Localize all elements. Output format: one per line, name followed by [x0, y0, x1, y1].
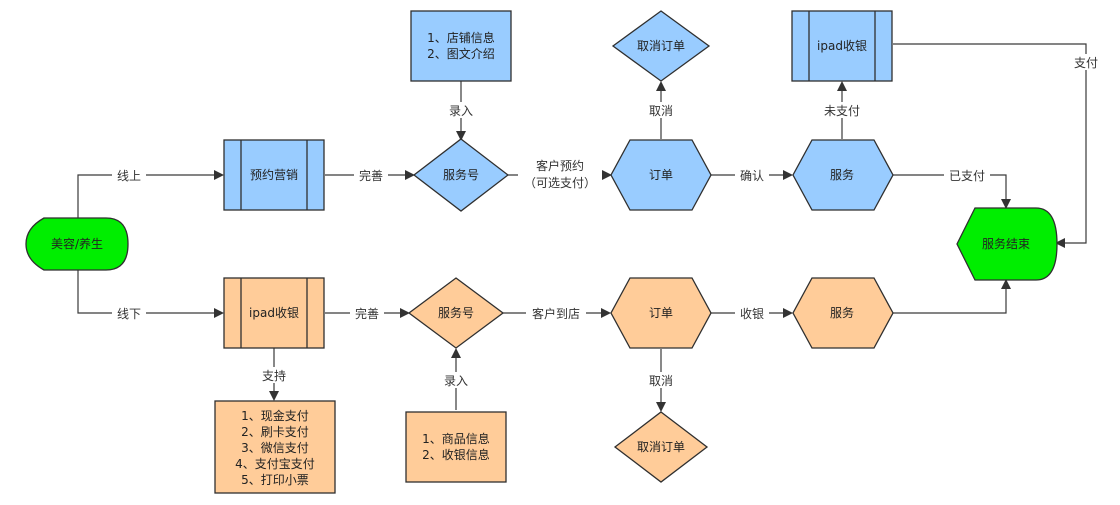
edge-labels: 线上 线下 完善 录入 客户预约 （可选支付） 取消 确认 未支付 已支付 支付…: [112, 54, 1103, 388]
online-ipad-label: ipad收银: [817, 39, 867, 53]
offline-support-line-1: 1、现金支付: [241, 408, 309, 423]
edge-label-unpaid: 未支付: [824, 104, 860, 118]
offline-info-line-2: 2、收银信息: [422, 447, 490, 462]
edge-label-pay: 支付: [1074, 56, 1098, 70]
offline-info-node[interactable]: 1、商品信息 2、收银信息: [405, 411, 507, 483]
online-serviceno-node[interactable]: 服务号: [412, 138, 510, 212]
offline-serviceno-node[interactable]: 服务号: [407, 277, 505, 349]
offline-cancel-label: 取消订单: [637, 440, 685, 454]
online-marketing-label: 预约营销: [250, 167, 298, 182]
offline-ipad-label: ipad收银: [249, 306, 299, 320]
end-node-label: 服务结束: [982, 236, 1030, 251]
offline-serviceno-label: 服务号: [438, 305, 474, 320]
offline-order-node[interactable]: 订单: [610, 277, 712, 349]
end-node[interactable]: 服务结束: [956, 207, 1058, 281]
edge-label-cashier: 收银: [740, 307, 764, 321]
online-info-node[interactable]: 1、店铺信息 2、图文介绍: [410, 10, 512, 82]
offline-order-label: 订单: [649, 306, 673, 320]
edge-label-customer-arrive: 客户到店: [532, 306, 580, 321]
online-service-label: 服务: [830, 167, 854, 182]
edges: [77, 43, 1087, 412]
edge-start-to-offline: [77, 270, 224, 318]
online-service-node[interactable]: 服务: [792, 139, 894, 211]
edge-ipad-to-end: [893, 43, 1087, 248]
start-node[interactable]: 美容/养生: [25, 217, 129, 271]
edge-label-cancel-top: 取消: [649, 104, 673, 118]
online-order-label: 订单: [649, 168, 673, 182]
online-cancel-node[interactable]: 取消订单: [611, 10, 711, 82]
offline-support-line-2: 2、刷卡支付: [241, 425, 309, 439]
edge-label-entry-top: 录入: [449, 104, 473, 118]
edge-label-customer-reserve-1: 客户预约: [536, 158, 584, 173]
online-info-line-1: 1、店铺信息: [427, 30, 495, 45]
start-node-label: 美容/养生: [51, 236, 103, 251]
offline-cancel-node[interactable]: 取消订单: [613, 411, 709, 483]
edge-offline-service-to-end: [893, 279, 1011, 314]
edge-label-cancel-bottom: 取消: [649, 374, 673, 388]
edge-label-complete-bottom: 完善: [355, 306, 379, 321]
offline-ipad-node[interactable]: ipad收银: [223, 277, 325, 349]
edge-start-to-online: [77, 170, 224, 218]
edge-label-customer-reserve-2: （可选支付）: [524, 176, 596, 190]
online-serviceno-label: 服务号: [443, 167, 479, 182]
edge-label-offline: 线下: [117, 307, 141, 321]
offline-support-line-3: 3、微信支付: [241, 441, 309, 455]
offline-support-line-4: 4、支付宝支付: [235, 457, 315, 471]
online-cancel-label: 取消订单: [637, 39, 685, 53]
edge-label-paid: 已支付: [949, 169, 985, 183]
edge-service-to-end: [893, 174, 1011, 209]
offline-info-line-1: 1、商品信息: [422, 431, 490, 446]
online-marketing-node[interactable]: 预约营销: [223, 139, 325, 211]
online-ipad-node[interactable]: ipad收银: [791, 10, 893, 82]
offline-service-node[interactable]: 服务: [792, 277, 894, 349]
offline-support-node[interactable]: 1、现金支付 2、刷卡支付 3、微信支付 4、支付宝支付 5、打印小票: [214, 400, 336, 494]
edge-label-entry-bottom: 录入: [444, 374, 468, 388]
edge-label-support: 支持: [262, 368, 286, 383]
edge-label-complete-top: 完善: [359, 168, 383, 183]
offline-service-label: 服务: [830, 305, 854, 320]
online-order-node[interactable]: 订单: [610, 139, 712, 211]
edge-label-confirm: 确认: [740, 169, 764, 183]
online-info-line-2: 2、图文介绍: [427, 46, 495, 61]
offline-support-line-5: 5、打印小票: [241, 473, 309, 487]
edge-label-online: 线上: [117, 169, 141, 183]
